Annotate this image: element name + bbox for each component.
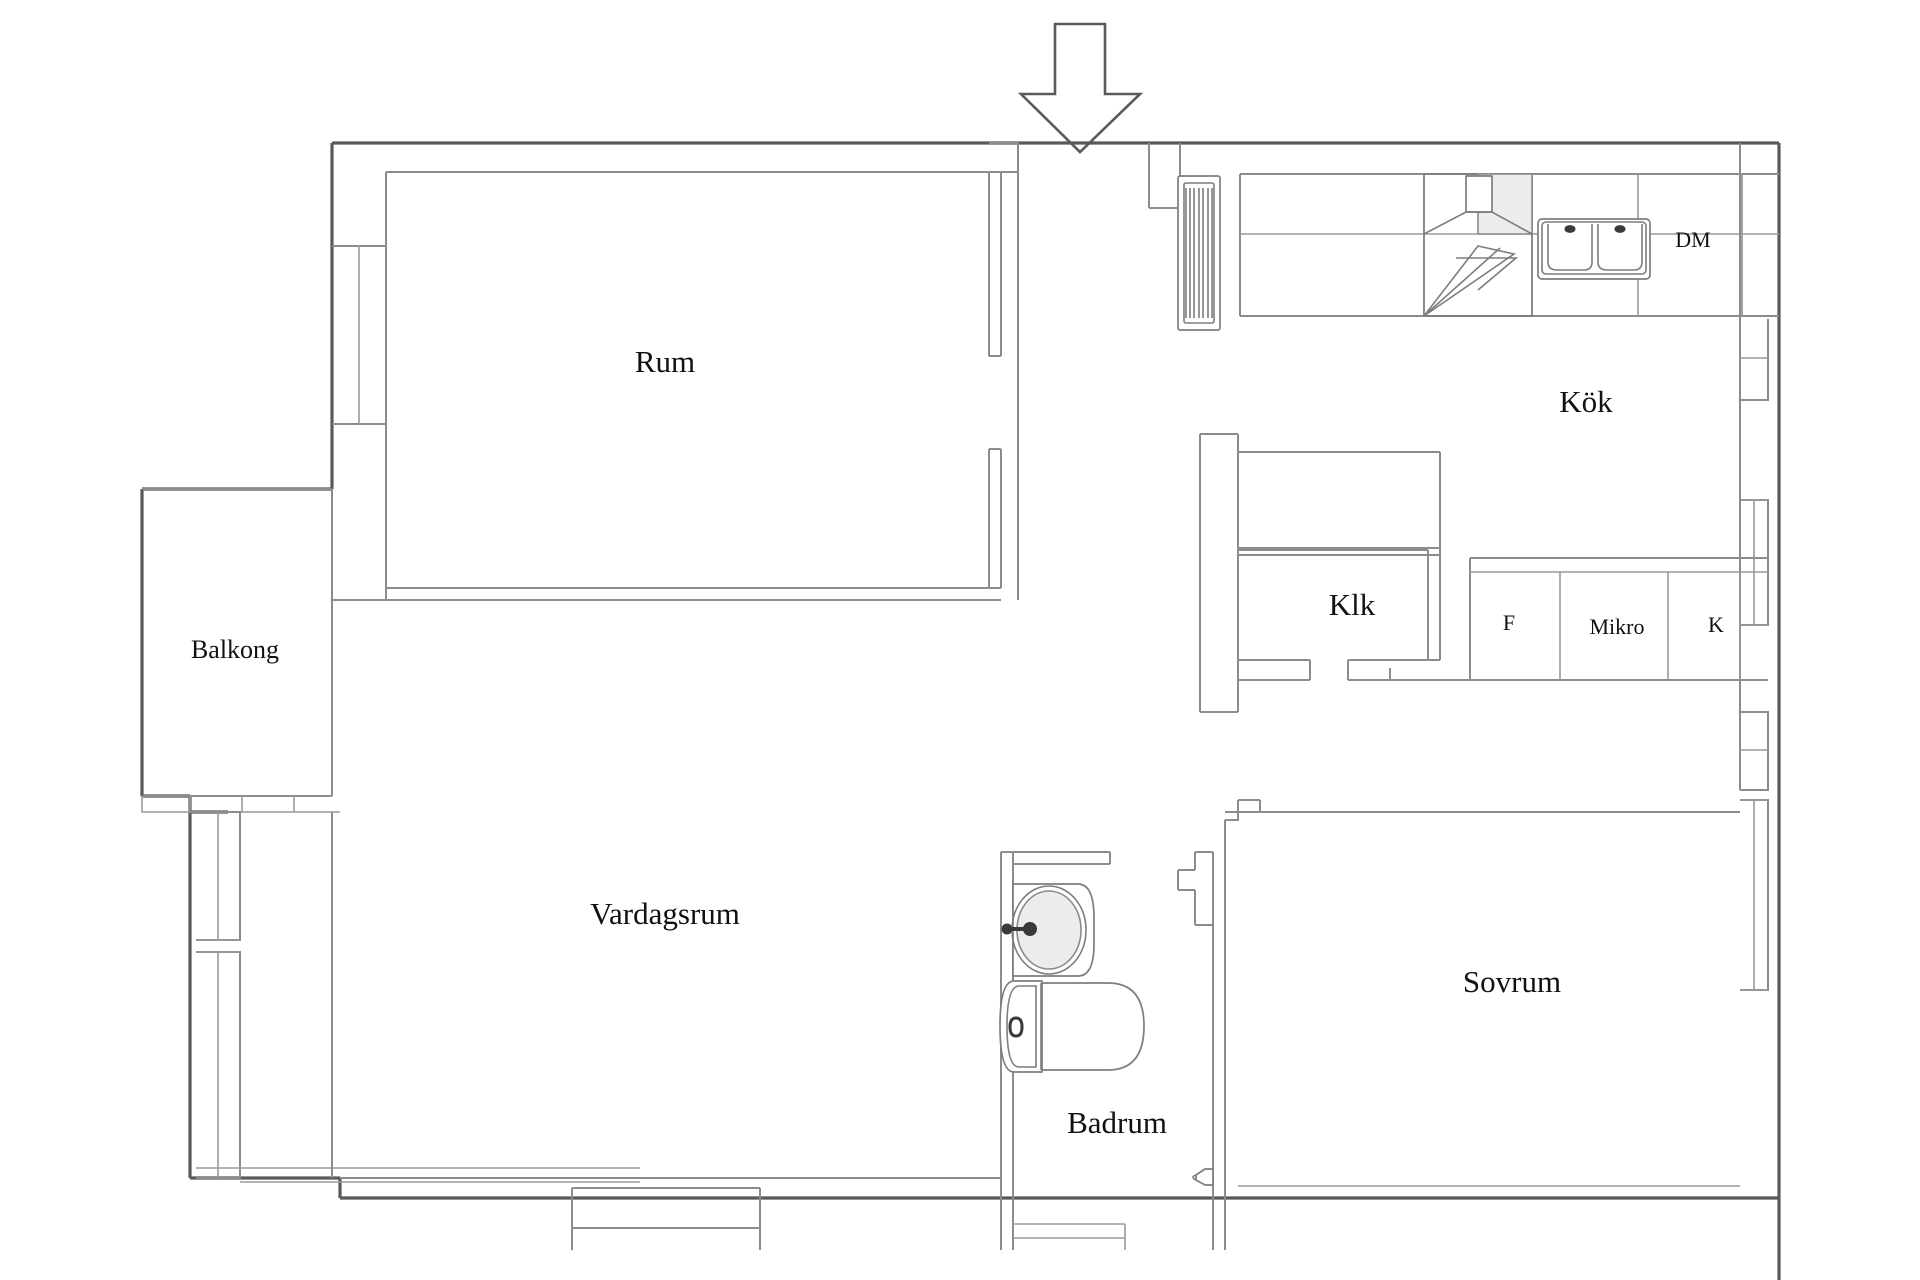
- room-label-balkong: Balkong: [191, 635, 279, 664]
- left-glazed-wall: [196, 245, 640, 1183]
- appliance-labels-layer: DM F Mikro K: [1503, 227, 1724, 639]
- room-label-klk: Klk: [1329, 587, 1376, 622]
- room-rum-walls: [385, 142, 1019, 601]
- building-outer-wall: [140, 141, 1781, 1280]
- cooker-hood-icon: [1423, 173, 1533, 317]
- entrance-arrow-down-icon: [1017, 22, 1144, 154]
- living-room-walls: [331, 489, 1001, 1179]
- appliance-label-k: K: [1708, 612, 1724, 637]
- wall-tap-icon: [1192, 1168, 1214, 1186]
- room-label-kok: Kök: [1559, 384, 1613, 419]
- room-label-rum: Rum: [635, 344, 695, 379]
- double-basin-sink-icon: [1537, 218, 1651, 280]
- klk-walls: [1199, 433, 1441, 713]
- room-label-vardagsrum: Vardagsrum: [590, 896, 740, 931]
- bedroom-walls: [1225, 799, 1740, 1187]
- appliance-label-mikro: Mikro: [1590, 614, 1645, 639]
- toilet-icon: [999, 980, 1145, 1073]
- hall-walls: [1148, 143, 1181, 330]
- bottom-wall-windows: [571, 1187, 761, 1250]
- appliance-label-f: F: [1503, 610, 1515, 635]
- washbasin-icon: [1001, 883, 1095, 977]
- right-wall-windows: [1739, 319, 1769, 991]
- radiator-icon: [1177, 175, 1221, 331]
- appliance-label-dm: DM: [1675, 227, 1710, 252]
- room-label-badrum: Badrum: [1067, 1105, 1167, 1140]
- room-labels-layer: Rum Balkong Vardagsrum Kök Klk Badrum So…: [191, 344, 1613, 1140]
- room-label-sovrum: Sovrum: [1463, 964, 1561, 999]
